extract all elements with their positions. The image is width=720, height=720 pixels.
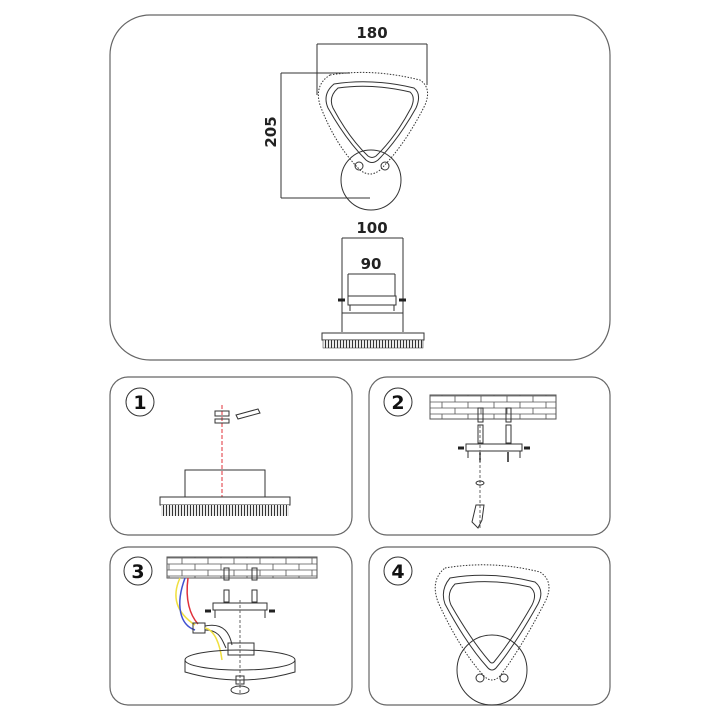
- step-4-panel: [368, 546, 611, 706]
- led-teeth: [322, 339, 424, 349]
- screw-icon: [235, 408, 261, 420]
- width-dimension: 180: [356, 24, 387, 42]
- step-2-number: 2: [391, 392, 404, 414]
- bracket-width-dimension: 90: [361, 255, 382, 273]
- height-dimension: 205: [262, 116, 280, 147]
- step-1: 1: [125, 387, 291, 516]
- step-3-panel: [109, 546, 353, 706]
- step-4-number: 4: [391, 561, 404, 583]
- wall-icon: [166, 556, 318, 579]
- step-1-number: 1: [133, 392, 146, 414]
- step-1-panel: [109, 376, 353, 536]
- lamp-front-view: 180 205: [262, 24, 429, 211]
- step-4: 4: [383, 556, 550, 706]
- step-2: 2: [383, 387, 557, 530]
- step-3-number: 3: [131, 561, 144, 583]
- wall-icon: [429, 394, 557, 420]
- screwdriver-hand-icon: [471, 504, 485, 529]
- lamp-side-view: 100 90: [321, 219, 425, 349]
- base-width-dimension: 100: [356, 219, 387, 237]
- step-3: 3: [123, 556, 318, 695]
- dimensions-panel: [109, 14, 611, 361]
